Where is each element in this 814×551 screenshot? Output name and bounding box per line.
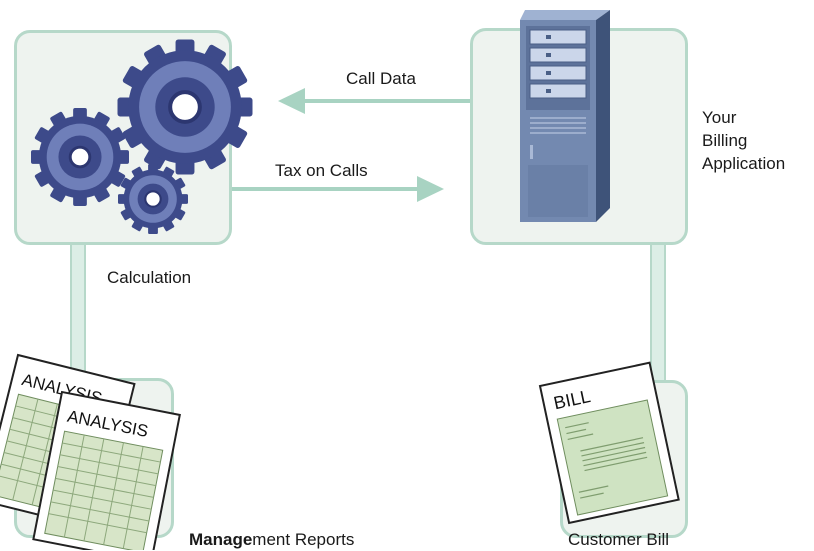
management-reports-label-bold: Manage xyxy=(189,530,253,549)
tax-on-calls-label: Tax on Calls xyxy=(275,161,368,180)
call-data-label: Call Data xyxy=(346,69,416,88)
billing-label-line-3: Application xyxy=(702,154,786,173)
tax-on-calls-arrow xyxy=(232,176,444,202)
billing-label-line-2: Billing xyxy=(702,131,748,150)
management-reports-label-rest: ment Reports xyxy=(252,530,355,549)
billing-label-line-1: Your xyxy=(702,108,737,127)
small-gear xyxy=(118,164,188,234)
front-report-document: ANALYSIS xyxy=(32,390,181,550)
large-gear xyxy=(117,39,253,175)
customer-bill-label: Customer Bill xyxy=(568,530,670,549)
billing-application-label: Your Billing Application xyxy=(702,106,812,175)
left-gear xyxy=(31,108,129,206)
calculation-label: Calculation xyxy=(107,268,192,287)
management-reports-label: Management Reports xyxy=(189,528,354,551)
call-data-arrow xyxy=(278,88,470,114)
